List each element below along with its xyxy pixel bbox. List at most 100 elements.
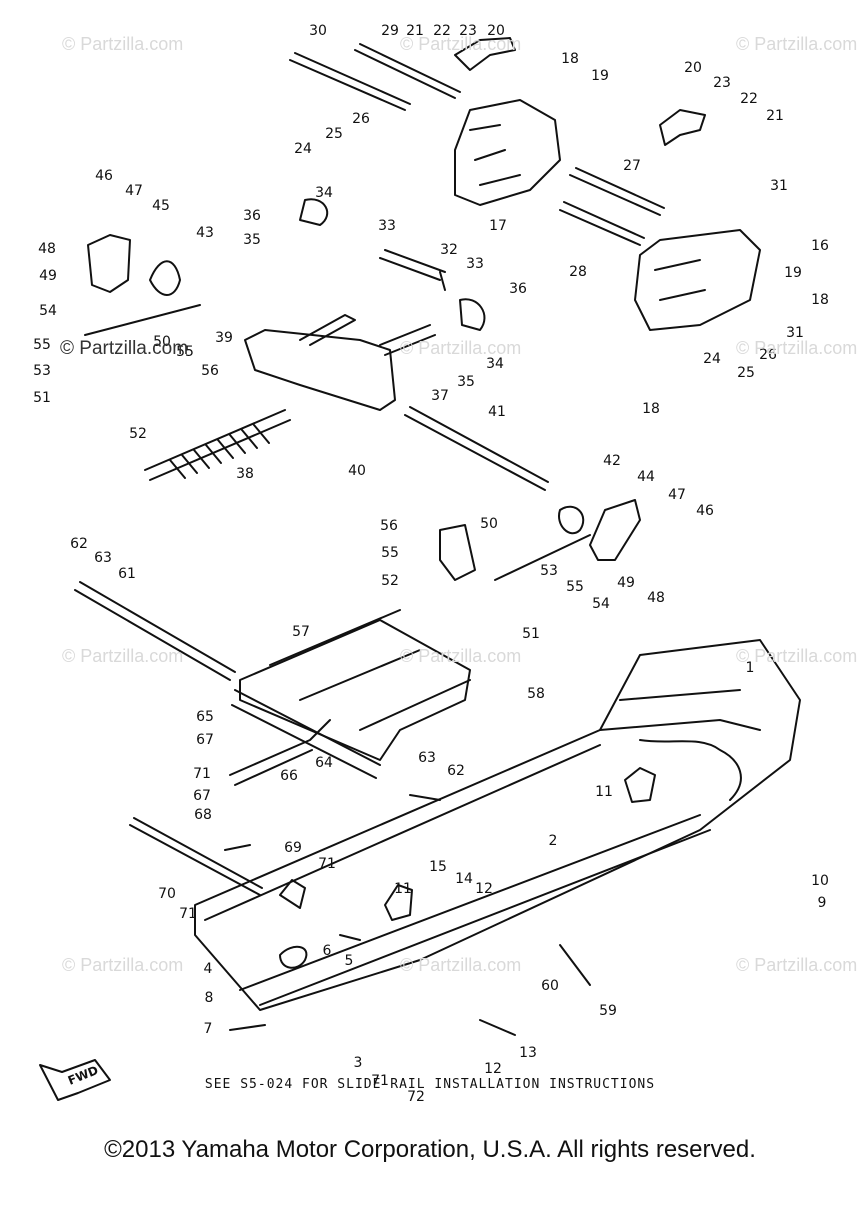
callout-number: 38 [236, 466, 254, 482]
shock-38 [144, 409, 291, 481]
callout-number: 50 [480, 516, 498, 532]
callout-number: 18 [811, 292, 829, 308]
callout-number: 23 [459, 23, 477, 39]
wheel-42 [558, 505, 585, 535]
callout-number: 54 [39, 303, 57, 319]
callout-number: 24 [294, 141, 312, 157]
shaft-29 [354, 43, 461, 99]
callout-number: 12 [475, 881, 493, 897]
callout-number: 2 [549, 833, 558, 849]
callout-number: 48 [38, 241, 56, 257]
callout-number: 33 [466, 256, 484, 272]
callout-number: 21 [766, 108, 784, 124]
callout-number: 59 [599, 1003, 617, 1019]
shaft-28 [559, 201, 645, 246]
callout-number: 49 [617, 575, 635, 591]
callout-number: 35 [243, 232, 261, 248]
callout-number: 71 [371, 1073, 389, 1089]
bracket-20-right [659, 109, 706, 146]
callout-number: 67 [193, 788, 211, 804]
callout-number: 15 [429, 859, 447, 875]
callout-number: 34 [315, 185, 333, 201]
callout-number: 71 [179, 906, 197, 922]
callout-number: 55 [33, 337, 51, 353]
callout-number: 51 [522, 626, 540, 642]
callout-number: 47 [125, 183, 143, 199]
callout-number: 25 [737, 365, 755, 381]
callout-number: 55 [176, 344, 194, 360]
callout-number: 27 [623, 158, 641, 174]
callout-number: 58 [527, 686, 545, 702]
callout-number: 11 [595, 784, 613, 800]
installation-note: SEE S5-024 FOR SLIDE RAIL INSTALLATION I… [204, 1077, 656, 1092]
callout-number: 22 [740, 91, 758, 107]
callout-number: 44 [637, 469, 655, 485]
arm-assembly [244, 329, 396, 411]
callout-number: 30 [309, 23, 327, 39]
callout-number: 31 [786, 325, 804, 341]
callout-number: 46 [95, 168, 113, 184]
callout-number: 56 [380, 518, 398, 534]
watermark: © Partzilla.com [736, 955, 858, 975]
copyright-notice: ©2013 Yamaha Motor Corporation, U.S.A. A… [104, 1136, 756, 1163]
callout-number: 55 [381, 545, 399, 561]
plate-44 [589, 499, 641, 561]
callout-number: 12 [484, 1061, 502, 1077]
callout-number: 51 [33, 390, 51, 406]
callout-number: 52 [129, 426, 147, 442]
callout-number: 41 [488, 404, 506, 420]
callout-number: 20 [487, 23, 505, 39]
arm-64 [229, 719, 331, 786]
callout-number: 6 [323, 943, 332, 959]
callout-number: 61 [118, 566, 136, 582]
watermark: © Partzilla.com [736, 338, 858, 358]
bracket-16 [634, 229, 761, 331]
part-11-b [624, 767, 656, 803]
callout-number: 65 [196, 709, 214, 725]
callout-number: 17 [489, 218, 507, 234]
watermark: © Partzilla.com [400, 955, 522, 975]
shaft-30 [289, 52, 411, 111]
callout-number: 43 [196, 225, 214, 241]
callout-number: 63 [94, 550, 112, 566]
callout-number: 70 [158, 886, 176, 902]
callout-number: 1 [746, 660, 755, 676]
callout-number: 19 [784, 265, 802, 281]
callout-number: 66 [280, 768, 298, 784]
fwd-arrow-shape [39, 1059, 111, 1101]
callout-number: 45 [152, 198, 170, 214]
callout-number: 71 [318, 856, 336, 872]
callout-number: 69 [284, 840, 302, 856]
bracket-50-mid [439, 524, 476, 581]
bracket-17 [454, 99, 561, 206]
callout-number: 67 [196, 732, 214, 748]
tube-32 [379, 249, 446, 291]
callout-number: 16 [811, 238, 829, 254]
callout-number: 22 [433, 23, 451, 39]
callout-number: 40 [348, 463, 366, 479]
callout-number: 19 [591, 68, 609, 84]
callout-number: 54 [592, 596, 610, 612]
callout-number: 63 [418, 750, 436, 766]
callout-number: 10 [811, 873, 829, 889]
callout-number: 53 [33, 363, 51, 379]
rod-41 [404, 406, 549, 491]
callout-number: 31 [770, 178, 788, 194]
callout-number: 64 [315, 755, 333, 771]
rod-54 [84, 304, 201, 336]
callout-number: 72 [407, 1089, 425, 1105]
callout-number: 7 [204, 1021, 213, 1037]
watermark: © Partzilla.com [62, 646, 184, 666]
callout-number: 26 [352, 111, 370, 127]
callout-number: 34 [486, 356, 504, 372]
callout-number: 68 [194, 807, 212, 823]
callout-number: 24 [703, 351, 721, 367]
callout-number: 11 [394, 881, 412, 897]
frame-57 [239, 619, 471, 761]
callout-number: 33 [378, 218, 396, 234]
callout-number: 49 [39, 268, 57, 284]
callout-number: 5 [345, 953, 354, 969]
callout-number: 37 [431, 388, 449, 404]
